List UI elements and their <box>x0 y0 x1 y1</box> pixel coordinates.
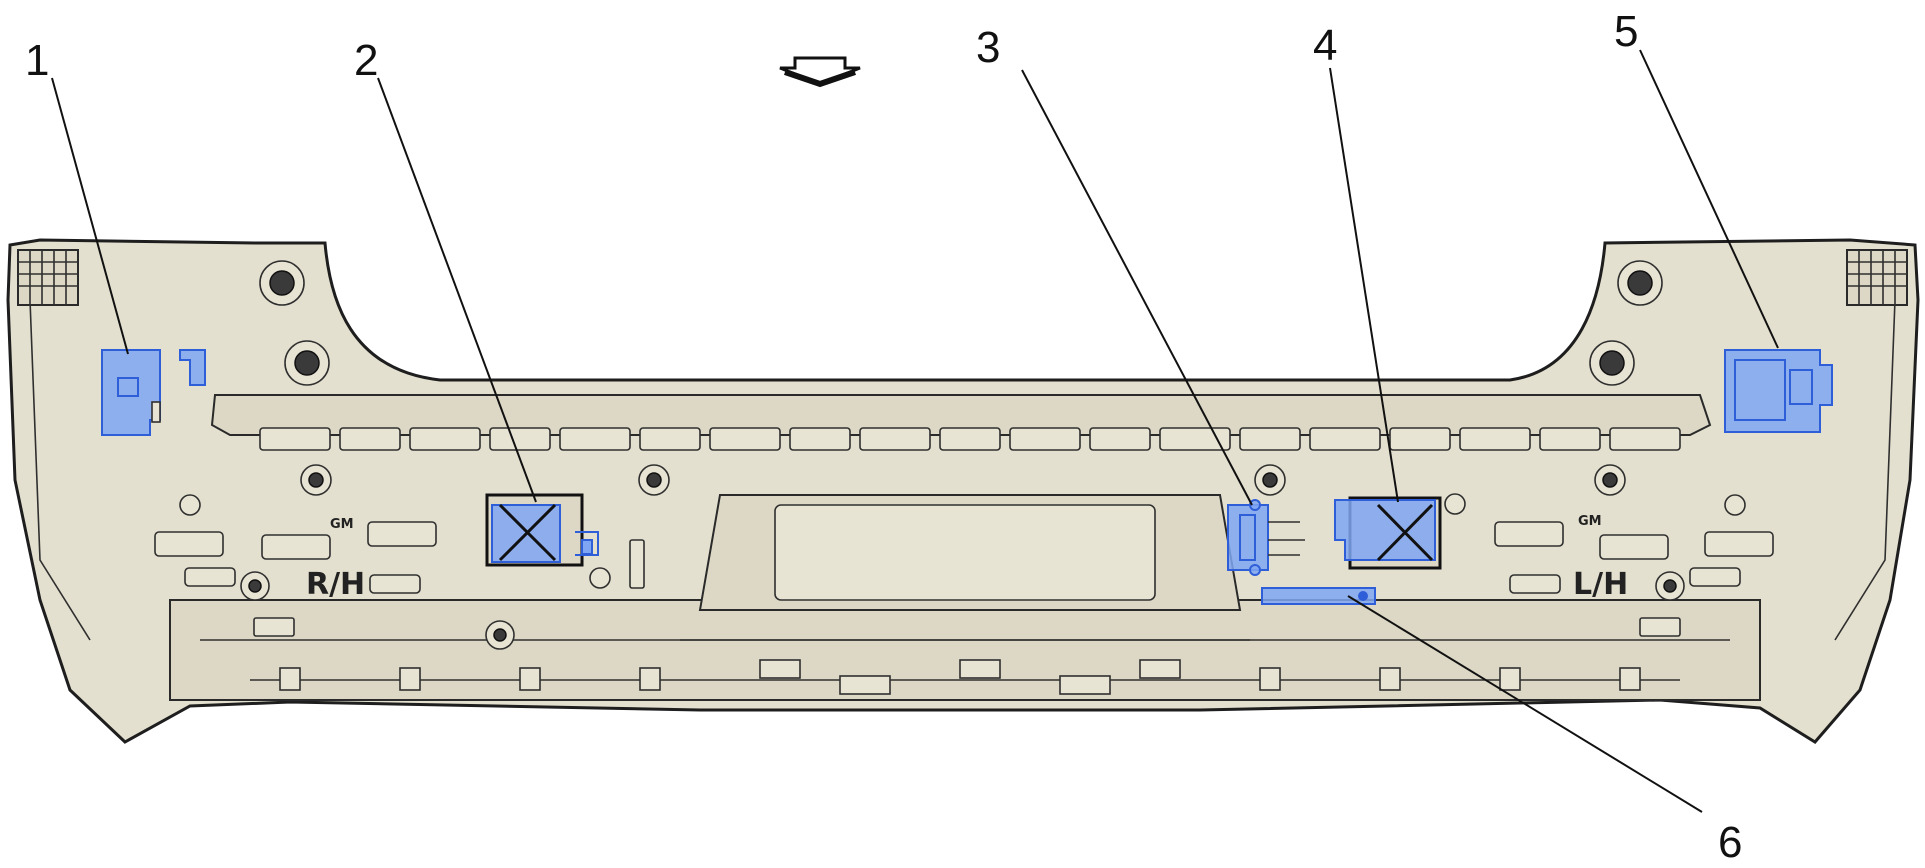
rib-row <box>259 427 1681 451</box>
down-arrow-icon <box>779 56 861 88</box>
callout-4: 4 <box>1313 21 1337 70</box>
lower-clips <box>279 659 1641 695</box>
component-3-highlight <box>1227 499 1305 576</box>
component-4-highlight <box>1334 496 1442 570</box>
socket-group <box>179 260 1746 650</box>
component-5-highlight <box>1724 349 1833 433</box>
bumper-body <box>6 238 1920 744</box>
callout-6: 6 <box>1718 818 1742 867</box>
component-1-highlight <box>101 349 206 436</box>
component-2-highlight <box>485 493 599 567</box>
corner-grille-right <box>17 249 79 306</box>
gm-badge-left: GM <box>1578 514 1602 529</box>
side-label-right: R/H <box>306 567 365 602</box>
component-6-highlight <box>1261 587 1376 605</box>
leader-lines <box>51 49 1779 813</box>
side-label-left: L/H <box>1573 567 1628 602</box>
side-slots <box>154 521 1774 637</box>
gm-badge-right: GM <box>330 517 354 532</box>
callout-2: 2 <box>354 36 378 85</box>
callout-3: 3 <box>976 23 1000 72</box>
callout-5: 5 <box>1614 7 1638 56</box>
corner-grille-left <box>1846 249 1908 306</box>
callout-1: 1 <box>25 36 49 85</box>
